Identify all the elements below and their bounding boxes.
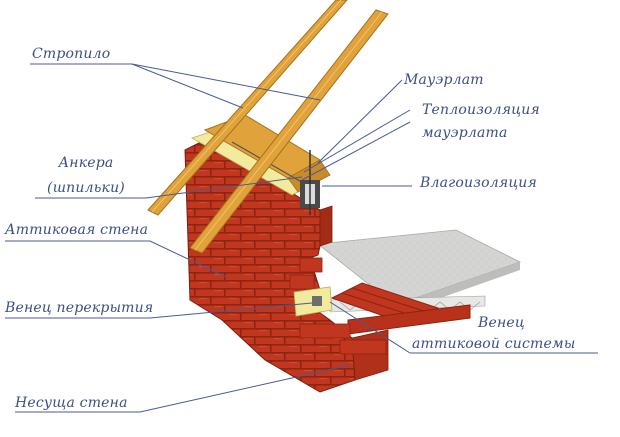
label-bearing-wall: Несуща стена (15, 395, 128, 411)
label-attic-wall: Аттиковая стена (5, 222, 149, 238)
label-waterproofing: Влагоизоляция (420, 175, 537, 191)
rafters (147, 0, 389, 254)
leader-lines (5, 63, 598, 413)
label-anchors-line2: (шпильки) (47, 180, 125, 196)
label-insulation-line1: Теплоизоляция (422, 102, 540, 118)
label-attic-ring-line2: аттиковой системы (412, 336, 576, 352)
label-rafter: Стропило (32, 46, 111, 62)
attic-ring-bricks (330, 282, 471, 335)
floor-ring-insulation (293, 286, 333, 317)
label-insulation-line2: мауэрлата (422, 125, 508, 141)
label-attic-ring-line1: Венец (478, 315, 525, 331)
label-mauerlat: Мауэрлат (404, 72, 484, 88)
label-floor-ring: Венец перекрытия (5, 300, 154, 316)
label-anchors-line1: Анкера (58, 155, 114, 171)
